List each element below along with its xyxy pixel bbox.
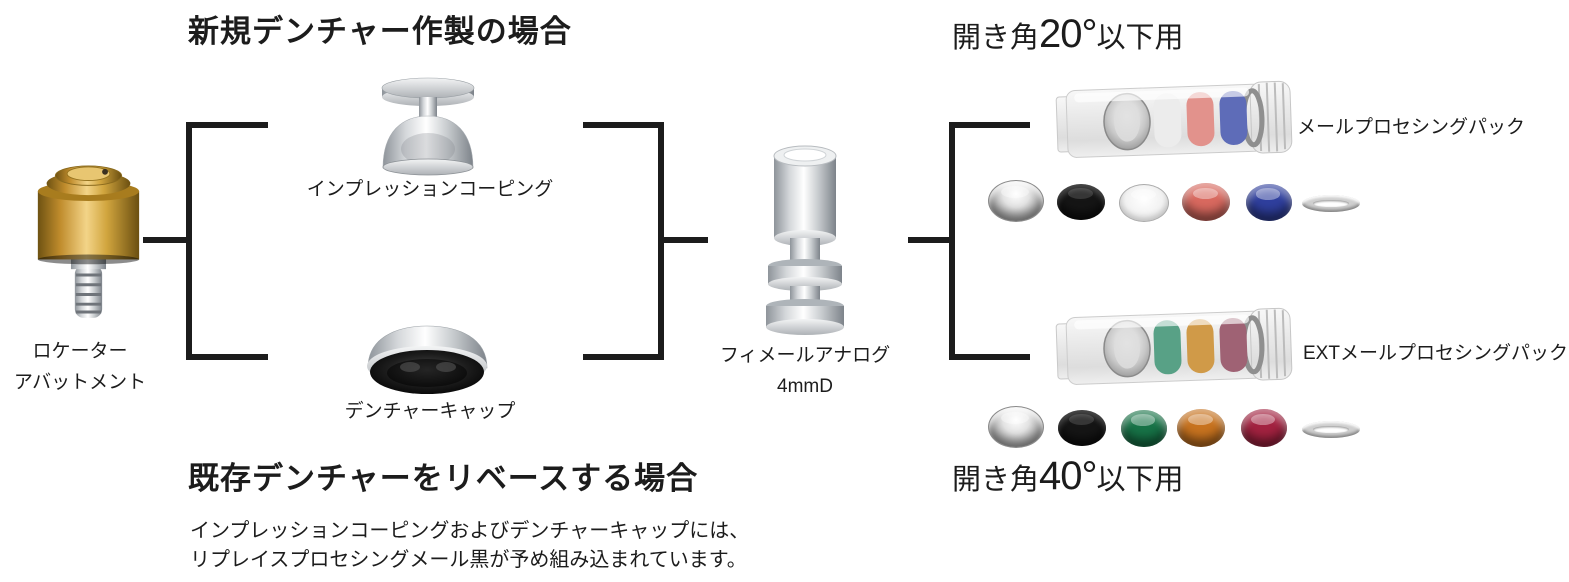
connector-right-bracket-bottom-arm — [949, 354, 1030, 360]
angle20-heading: 開き角20°以下用 — [952, 8, 1184, 60]
pack20-pink-male-icon — [1182, 183, 1230, 221]
angle40-prefix: 開き角 — [952, 464, 1040, 496]
pack40-red-male-icon — [1241, 409, 1287, 447]
angle40-suffix: 以下用 — [1096, 464, 1184, 496]
abutment-label-line2: アバットメント — [13, 372, 147, 393]
connector-left-bracket-top-arm — [186, 122, 268, 128]
pack20-label: メールプロセシングパック — [1297, 117, 1526, 138]
connector-merge-top-arm — [583, 122, 664, 128]
denture-cap-label: デンチャーキャップ — [344, 401, 516, 422]
footnote: インプレッションコーピングおよびデンチャーキャップには、 リプレイスプロセシング… — [190, 517, 749, 575]
impression-coping-label: インプレッションコーピング — [306, 179, 554, 200]
female-analog-label-line1: フィメールアナログ — [719, 345, 891, 366]
connector-merge-bottom-arm — [583, 354, 664, 360]
connector-left-bracket-vertical — [186, 122, 192, 360]
pack20-tube-image — [1055, 80, 1293, 158]
footnote-line1: インプレッションコーピングおよびデンチャーキャップには、 — [190, 520, 750, 542]
abutment-label-line1: ロケーター — [32, 341, 128, 362]
new-denture-title: 新規デンチャー作製の場合 — [188, 14, 572, 49]
female-analog-image — [766, 145, 844, 335]
pack40-tube-image — [1055, 307, 1293, 385]
pack20-block-out-spacer-icon — [1302, 195, 1360, 212]
pack40-orange-male-icon — [1177, 409, 1225, 447]
angle40-value: 40° — [1039, 454, 1097, 498]
locator-abutment-image — [37, 165, 140, 318]
female-analog-label-line2: 4mmD — [777, 376, 833, 397]
pack40-black-male-icon — [1058, 410, 1106, 446]
footnote-line2: リプレイスプロセシングメール黒が予め組み込まれています。 — [190, 549, 747, 571]
angle20-value: 20° — [1039, 12, 1097, 56]
pack20-metal-denture-cap-icon — [988, 180, 1044, 222]
impression-coping-image — [381, 77, 475, 176]
female-analog-label: フィメールアナログ 4mmD — [715, 340, 895, 402]
pack40-block-out-spacer-icon — [1302, 421, 1360, 438]
rebase-title: 既存デンチャーをリベースする場合 — [188, 461, 699, 496]
angle40-heading: 開き角40°以下用 — [952, 450, 1184, 502]
pack20-blue-male-icon — [1246, 184, 1292, 221]
connector-analog-stub-right — [908, 237, 953, 243]
angle20-prefix: 開き角 — [952, 22, 1040, 54]
pack40-green-male-icon — [1121, 410, 1167, 447]
connector-left-bracket-bottom-arm — [186, 354, 268, 360]
pack20-clear-male-icon — [1119, 184, 1169, 222]
denture-cap-image — [367, 325, 488, 394]
angle20-suffix: 以下用 — [1096, 22, 1184, 54]
connector-analog-stub-left — [664, 237, 708, 243]
pack40-metal-denture-cap-icon — [988, 406, 1044, 448]
connector-right-bracket-top-arm — [949, 122, 1030, 128]
connector-merge-vertical — [658, 122, 664, 360]
pack20-black-male-icon — [1057, 184, 1105, 220]
connector-right-bracket-vertical — [949, 122, 955, 360]
pack40-label: EXTメールプロセシングパック — [1303, 343, 1568, 364]
connector-abutment-stub — [143, 237, 190, 243]
abutment-label: ロケーター アバットメント — [0, 336, 160, 398]
